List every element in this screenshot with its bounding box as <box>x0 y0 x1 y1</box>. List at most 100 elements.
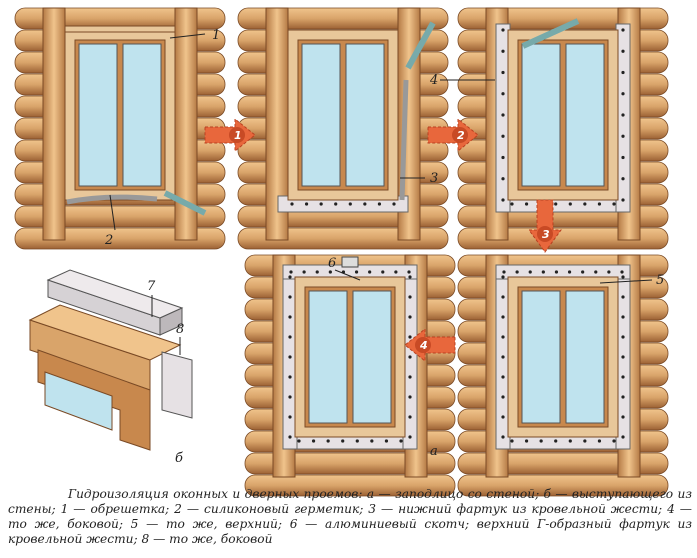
nail <box>288 395 292 399</box>
nail <box>620 270 624 274</box>
nail <box>326 439 330 443</box>
nail <box>408 315 412 319</box>
label-7: 7 <box>147 279 156 294</box>
nail <box>501 275 505 279</box>
nail <box>501 395 505 399</box>
nail <box>311 439 316 443</box>
label-1: 1 <box>212 28 220 43</box>
nail <box>501 375 505 379</box>
window-panel-4 <box>457 254 669 497</box>
nail <box>621 335 625 339</box>
nail <box>288 415 292 419</box>
nail <box>621 395 625 399</box>
glass-left <box>308 290 348 424</box>
nail <box>348 202 352 206</box>
label-3: 3 <box>430 171 438 186</box>
nail <box>408 415 412 419</box>
nail <box>524 439 529 443</box>
nail <box>501 295 505 299</box>
nail <box>621 70 625 75</box>
nail <box>407 270 411 274</box>
glass-right <box>122 43 162 187</box>
glass-right <box>565 43 605 187</box>
nail <box>501 70 505 75</box>
label-2: 2 <box>104 233 113 248</box>
nail <box>288 335 292 339</box>
glass-right <box>345 43 385 187</box>
nail <box>539 439 543 443</box>
nail <box>334 202 338 206</box>
step-arrow-1: 1 <box>204 117 256 153</box>
nail <box>597 439 602 443</box>
nail <box>607 270 611 274</box>
sealant-bead <box>399 79 409 201</box>
nail <box>621 435 625 439</box>
nail <box>288 275 292 279</box>
glass-left <box>301 43 341 187</box>
nail <box>368 270 372 274</box>
nail <box>621 28 625 32</box>
nail <box>288 435 292 439</box>
log <box>14 227 226 250</box>
nail <box>567 270 572 274</box>
glass-left <box>78 43 118 187</box>
nail <box>621 177 625 181</box>
nail <box>612 439 616 443</box>
label-b: б <box>175 451 183 466</box>
nail <box>381 270 385 274</box>
log <box>237 7 449 30</box>
nail <box>408 395 412 399</box>
arrow-number: 1 <box>234 129 242 142</box>
glass-left <box>521 43 561 187</box>
nail <box>297 439 301 443</box>
nail <box>502 270 506 274</box>
nail <box>501 315 505 319</box>
nail <box>354 270 359 274</box>
nail <box>510 202 514 206</box>
nail <box>394 270 398 274</box>
nail <box>288 355 292 359</box>
nail <box>304 202 309 206</box>
nail <box>501 92 505 96</box>
nail <box>408 355 412 359</box>
nail <box>597 202 602 206</box>
nail <box>554 270 559 274</box>
nail <box>568 439 572 443</box>
nail <box>370 439 374 443</box>
glass-right <box>352 290 392 424</box>
nail <box>363 202 367 206</box>
nail <box>384 439 389 443</box>
figure-caption: Гидроизоляция оконных и дверных проемов:… <box>8 487 692 546</box>
sealant-gun <box>521 18 580 49</box>
nail <box>621 49 625 53</box>
nail <box>621 295 625 299</box>
nail <box>621 275 625 279</box>
nail <box>501 198 505 202</box>
log <box>244 474 456 497</box>
arrow-badge <box>415 337 431 353</box>
log <box>14 205 226 228</box>
nail <box>621 355 625 359</box>
nail <box>621 92 625 96</box>
nail <box>501 113 505 117</box>
nail <box>319 202 323 206</box>
nail <box>399 439 403 443</box>
log <box>457 452 669 475</box>
nail <box>288 295 292 299</box>
step-arrow-2: 2 <box>427 117 479 153</box>
label-5: 5 <box>656 273 664 288</box>
step-arrow-3: 3 <box>528 199 562 253</box>
nail <box>501 415 505 419</box>
nail <box>501 335 505 339</box>
nail <box>501 134 505 138</box>
nail <box>408 295 412 299</box>
nail <box>510 439 514 443</box>
nail <box>554 439 558 443</box>
nail <box>392 202 396 206</box>
nail <box>541 270 545 274</box>
log <box>237 227 449 250</box>
log <box>457 474 669 497</box>
nail <box>408 435 412 439</box>
nail <box>515 270 519 274</box>
